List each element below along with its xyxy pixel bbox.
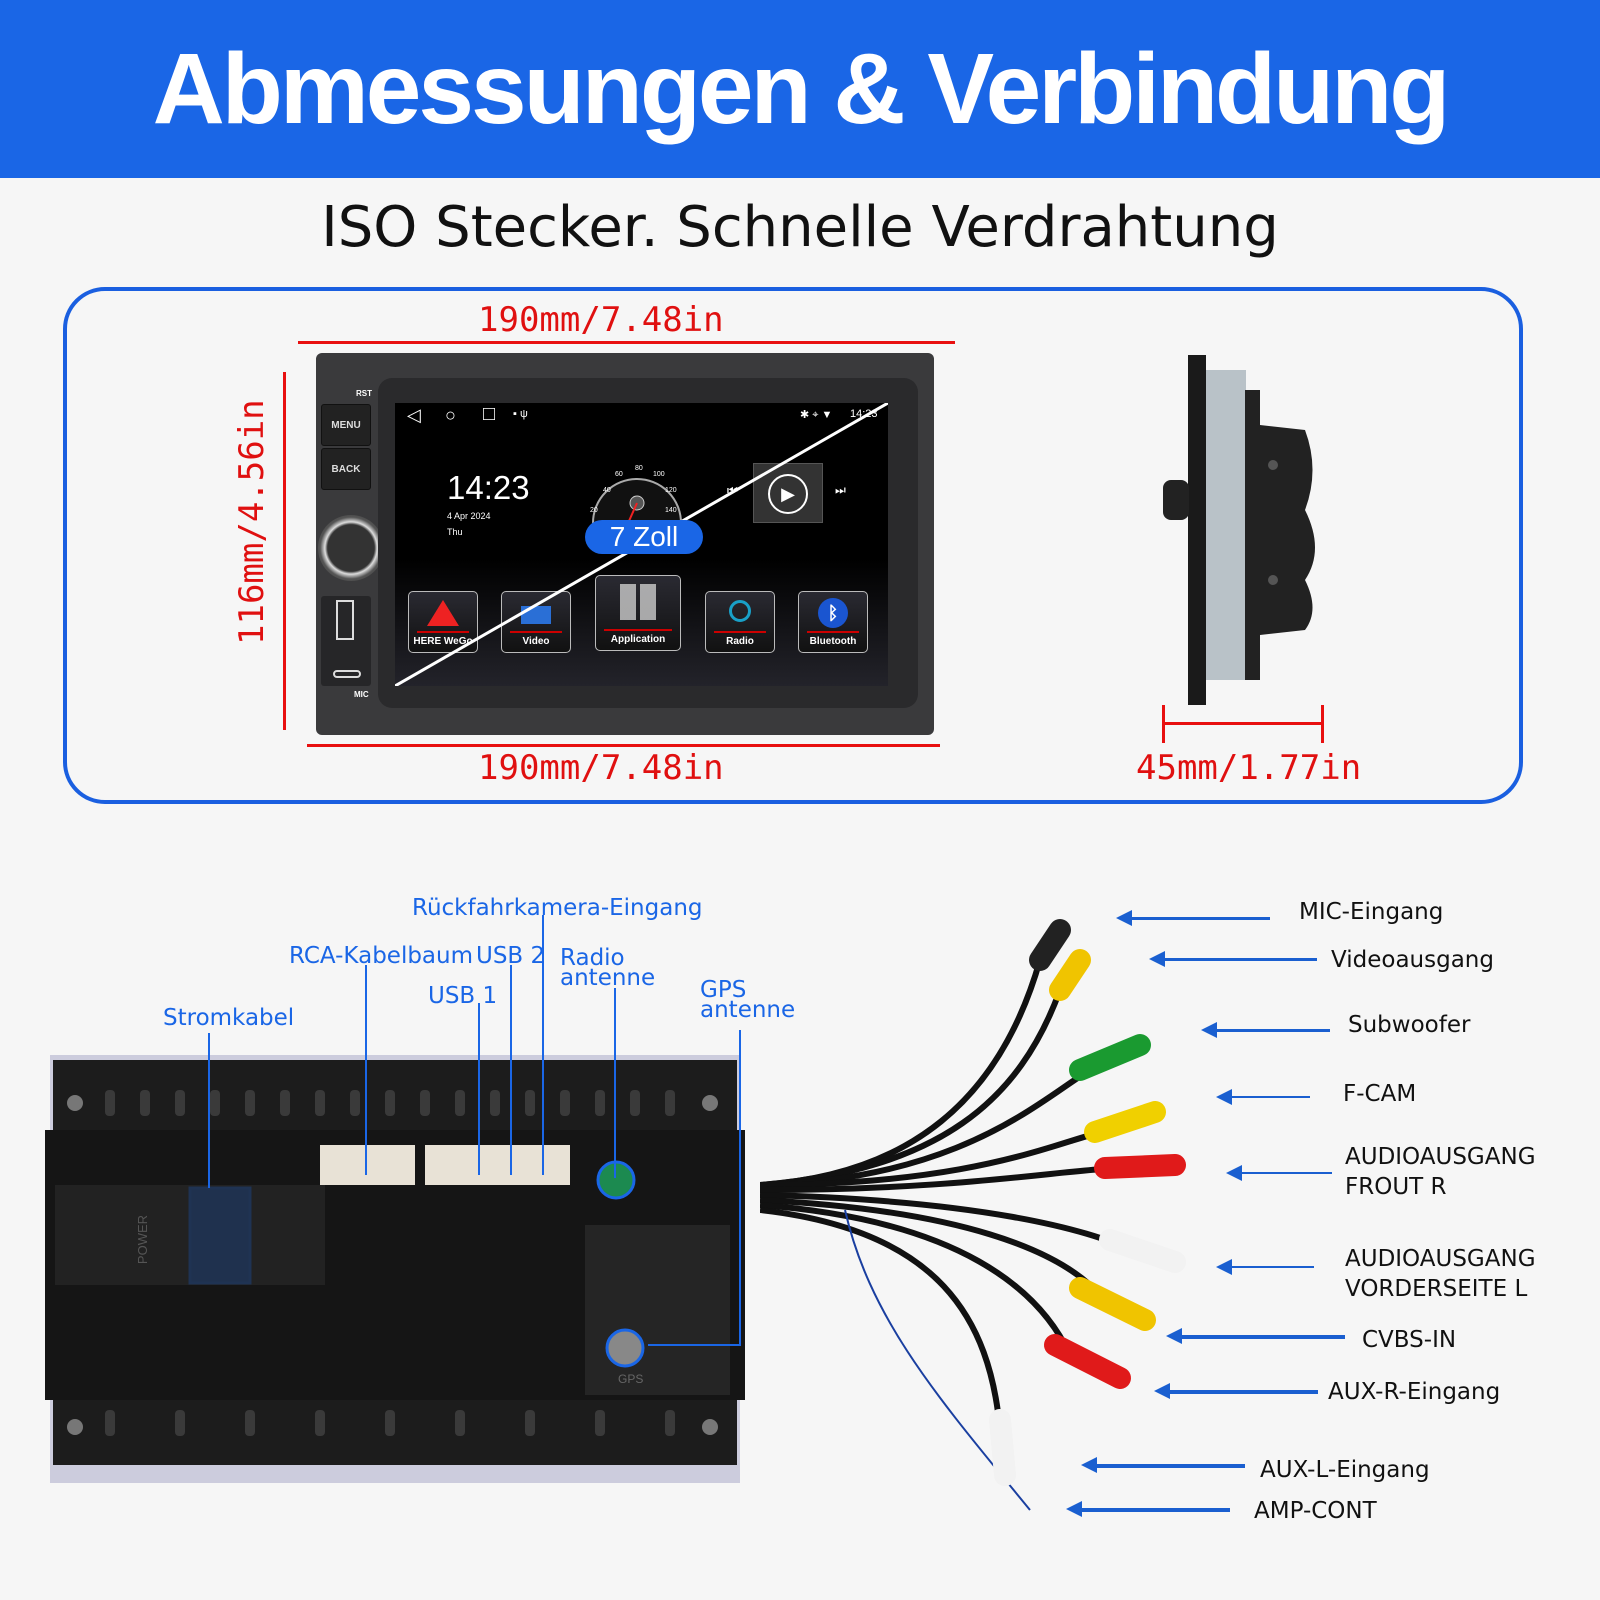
label-audio-front-l: AUDIOAUSGANG VORDERSEITE L	[1345, 1246, 1536, 1302]
label-gps-antenna: GPS antenne	[700, 977, 796, 1023]
usb-port-icon	[336, 600, 354, 640]
label-subwoofer: Subwoofer	[1348, 1012, 1471, 1038]
bluetooth-wifi-status-icon: ✱ ⌖ ▼	[800, 409, 833, 421]
rca-cable-harness	[760, 919, 1186, 1511]
pointer-line	[478, 1003, 480, 1175]
width-bottom-line	[307, 744, 940, 747]
play-button[interactable]: ▶	[753, 463, 823, 523]
grid-icon	[620, 584, 656, 620]
pointer-line	[614, 988, 616, 1178]
arrow-left-icon	[1154, 1383, 1318, 1399]
label-radio-antenna: Radio antenne	[560, 945, 656, 991]
label-aux-r-in: AUX-R-Eingang	[1328, 1379, 1501, 1405]
pointer-line	[648, 1344, 741, 1346]
volume-knob[interactable]	[318, 515, 384, 581]
width-top-label: 190mm/7.48in	[478, 300, 724, 340]
arrow-left-icon	[1149, 951, 1317, 967]
speedo-tick: 40	[603, 487, 611, 494]
speedo-tick: 60	[615, 471, 623, 478]
arrow-left-icon	[1066, 1501, 1230, 1517]
pointer-line	[510, 965, 512, 1175]
arrow-left-icon	[1201, 1022, 1330, 1038]
dimensions-panel	[63, 287, 1523, 804]
head-unit-rear-view	[45, 1055, 745, 1483]
label-usb2: USB 2	[476, 943, 546, 969]
arrow-left-icon	[1216, 1259, 1314, 1275]
label-rca: RCA-Kabelbaum	[289, 943, 474, 969]
usb-c-port-icon	[333, 670, 361, 678]
arrow-left-icon	[1216, 1089, 1310, 1105]
page-title: Abmessungen & Verbindung	[152, 32, 1451, 145]
gps-mark: GPS	[618, 1372, 644, 1386]
speedo-tick: 140	[665, 507, 677, 514]
previous-track-icon[interactable]: ⏮	[727, 483, 738, 497]
app-application[interactable]: Application	[595, 575, 681, 651]
height-line	[283, 372, 286, 730]
navigation-icon	[427, 600, 459, 626]
label-cvbs-in: CVBS-IN	[1362, 1327, 1457, 1353]
clock-day: Thu	[447, 527, 463, 537]
width-bottom-label: 190mm/7.48in	[478, 748, 724, 788]
bluetooth-icon: ᛒ	[818, 598, 848, 628]
depth-line	[1163, 722, 1323, 725]
app-here-wego[interactable]: HERE WeGo	[408, 591, 478, 653]
label-usb1: USB 1	[428, 983, 498, 1009]
pointer-line	[365, 965, 367, 1175]
depth-tick	[1162, 705, 1165, 743]
speedo-tick: 80	[635, 465, 643, 472]
head-unit-side-view	[1163, 355, 1315, 705]
speedo-tick: 20	[590, 507, 598, 514]
pointer-line	[542, 915, 544, 1175]
label-camera: Rückfahrkamera-Eingang	[412, 895, 703, 921]
back-nav-icon[interactable]: ◁	[407, 405, 421, 425]
label-audio-front-r: AUDIOAUSGANG FROUT R	[1345, 1144, 1536, 1200]
back-button[interactable]: BACK	[321, 448, 371, 490]
height-label: 116mm/4.56in	[232, 399, 272, 645]
speedo-tick: 100	[653, 471, 665, 478]
label-amp-cont: AMP-CONT	[1254, 1498, 1377, 1524]
label-f-cam: F-CAM	[1343, 1081, 1417, 1107]
next-track-icon[interactable]: ⏭	[835, 483, 846, 497]
width-top-line	[298, 341, 955, 344]
depth-label: 45mm/1.77in	[1136, 748, 1362, 788]
home-nav-icon[interactable]: ○	[445, 405, 456, 425]
speedo-tick: 120	[665, 487, 677, 494]
rst-label: RST	[356, 389, 372, 398]
radio-icon	[729, 600, 751, 622]
subtitle: ISO Stecker. Schnelle Verdrahtung	[321, 195, 1279, 260]
depth-tick	[1321, 705, 1324, 743]
power-mark: POWER	[135, 1214, 151, 1265]
screen-size-badge: 7 Zoll	[585, 520, 703, 554]
pointer-line	[739, 1030, 741, 1346]
pointer-line	[208, 1033, 210, 1188]
arrow-left-icon	[1081, 1457, 1245, 1473]
usb-status-icon: ▪ ψ	[513, 408, 528, 420]
mic-label: MIC	[354, 690, 369, 699]
label-aux-l-in: AUX-L-Eingang	[1260, 1457, 1430, 1483]
label-mic-input: MIC-Eingang	[1299, 899, 1444, 925]
clock-time: 14:23	[447, 469, 530, 506]
app-radio[interactable]: Radio	[705, 591, 775, 653]
label-stromkabel: Stromkabel	[163, 1005, 295, 1031]
speedometer-icon	[592, 478, 682, 524]
label-video-out: Videoausgang	[1331, 947, 1494, 973]
recents-nav-icon[interactable]: □	[483, 403, 496, 425]
play-icon: ▶	[768, 474, 808, 514]
arrow-left-icon	[1166, 1328, 1345, 1344]
clock-date: 4 Apr 2024	[447, 511, 491, 521]
arrow-left-icon	[1226, 1165, 1332, 1181]
header-banner: Abmessungen & Verbindung	[0, 0, 1600, 178]
app-video[interactable]: Video	[501, 591, 571, 653]
arrow-left-icon	[1116, 910, 1270, 926]
status-time: 14:23	[850, 408, 878, 420]
menu-button[interactable]: MENU	[321, 404, 371, 446]
